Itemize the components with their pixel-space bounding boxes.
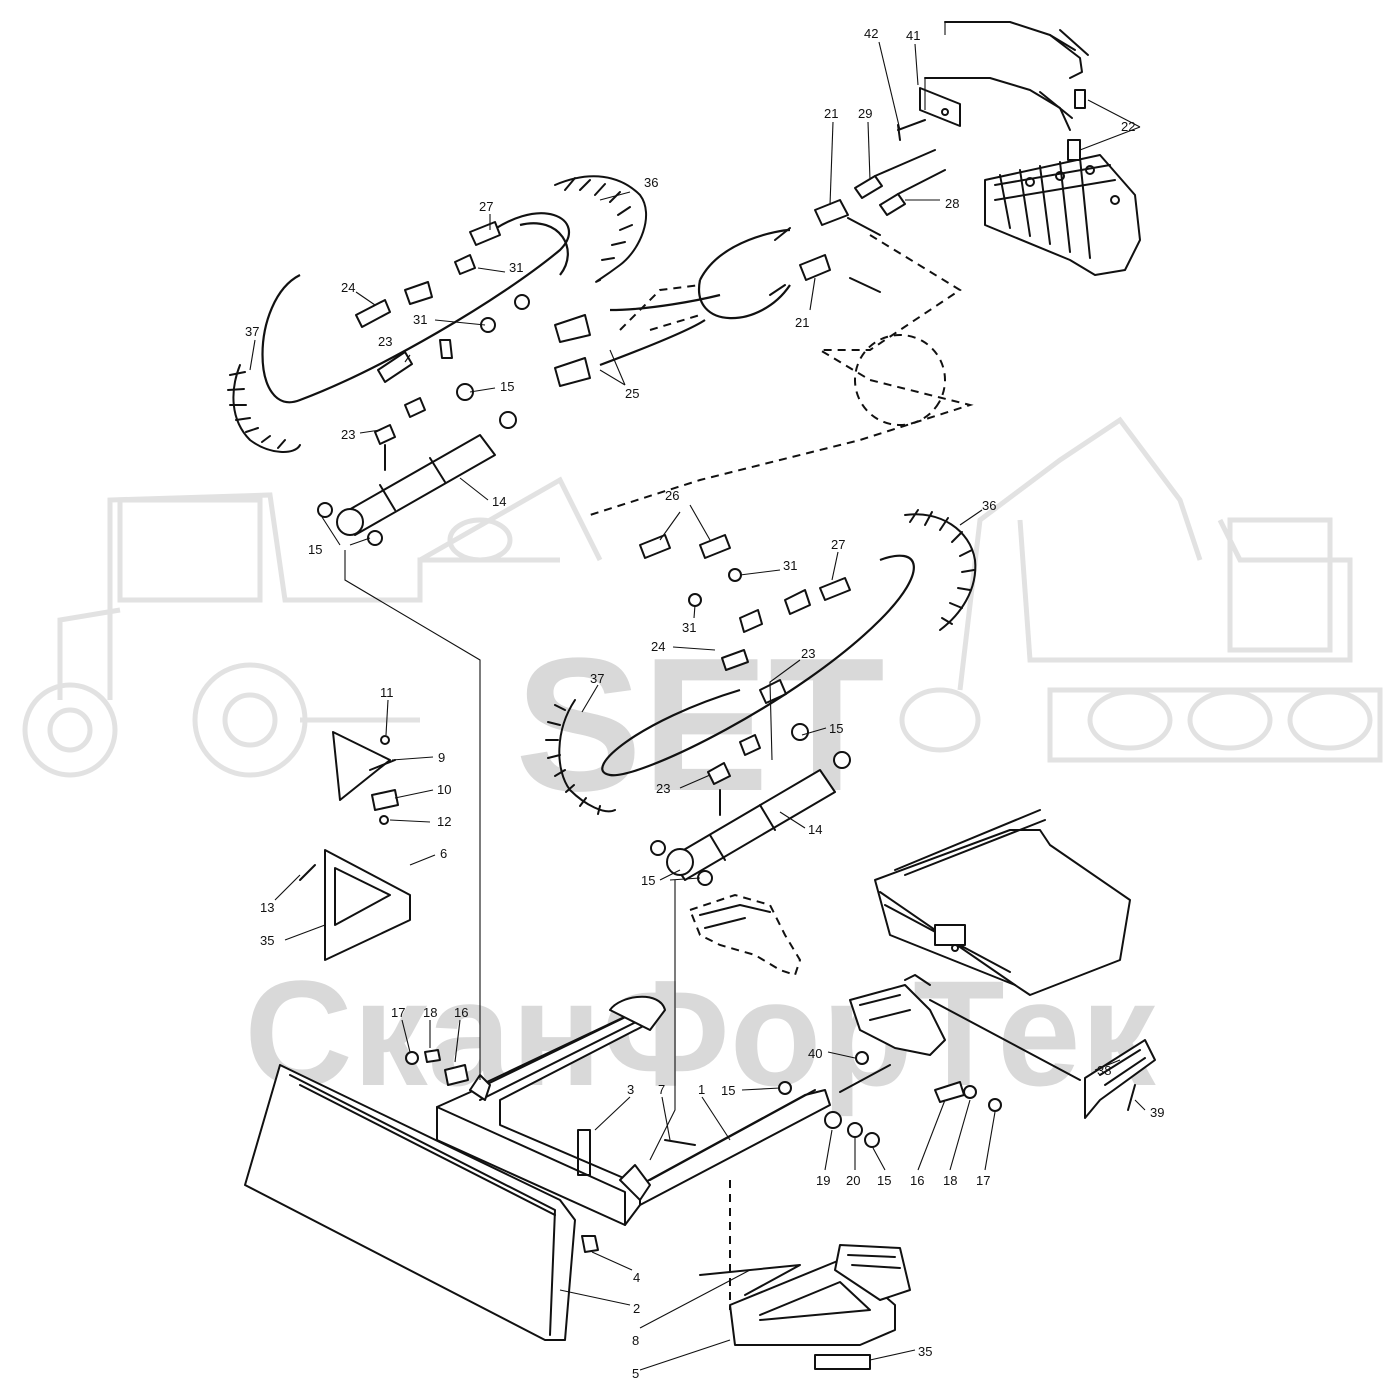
callout-2: 2 (633, 1301, 640, 1316)
callout-leaders (249, 41, 1146, 1371)
control-valve-assembly (769, 21, 1141, 296)
callout-13: 13 (260, 900, 274, 915)
callout-4: 4 (633, 1270, 640, 1285)
watermark: SET СканФорТек (22, 416, 1383, 1117)
callout-10: 10 (437, 782, 451, 797)
spiral-guard-lower-icon (545, 509, 977, 815)
callout-25: 25 (625, 386, 639, 401)
callout-31: 31 (682, 620, 696, 635)
callout-41: 41 (906, 28, 920, 43)
callout-5: 5 (632, 1366, 639, 1381)
step-plate-right (929, 999, 1156, 1119)
callout-16: 16 (454, 1005, 468, 1020)
callout-15: 15 (500, 379, 514, 394)
pins-and-washers (405, 1049, 1002, 1148)
step-assembly-bottom (699, 1180, 911, 1370)
callout-6: 6 (440, 846, 447, 861)
hydraulic-cylinder-upper (317, 339, 517, 546)
callout-17: 17 (391, 1005, 405, 1020)
callout-11: 11 (380, 685, 394, 700)
callout-16: 16 (910, 1173, 924, 1188)
fittings-upper-left (355, 221, 591, 387)
callout-29: 29 (858, 106, 872, 121)
callout-38: 38 (1097, 1063, 1111, 1078)
callout-26: 26 (665, 488, 679, 503)
callout-numbers: 42 41 22 21 29 28 36 27 31 24 31 21 37 2… (245, 26, 1164, 1381)
callout-23: 23 (656, 781, 670, 796)
callout-21: 21 (824, 106, 838, 121)
callout-9: 9 (438, 750, 445, 765)
callout-23: 23 (378, 334, 392, 349)
callout-15: 15 (829, 721, 843, 736)
callout-15: 15 (641, 873, 655, 888)
callout-18: 18 (943, 1173, 957, 1188)
callout-8: 8 (632, 1333, 639, 1348)
callout-28: 28 (945, 196, 959, 211)
callout-37: 37 (245, 324, 259, 339)
hose-routing-upper (261, 212, 974, 516)
callout-14: 14 (808, 822, 822, 837)
callout-37: 37 (590, 671, 604, 686)
callout-22: 22 (1121, 119, 1135, 134)
machine-frame-section (874, 809, 1131, 996)
callout-35: 35 (918, 1344, 932, 1359)
valve-block-icon (984, 154, 1141, 276)
callout-3: 3 (627, 1082, 634, 1097)
callout-42: 42 (864, 26, 878, 41)
callout-24: 24 (341, 280, 355, 295)
mount-bracket (688, 893, 946, 1065)
callout-19: 19 (816, 1173, 830, 1188)
callout-14: 14 (492, 494, 506, 509)
callout-21: 21 (795, 315, 809, 330)
callout-15: 15 (308, 542, 322, 557)
callout-20: 20 (846, 1173, 860, 1188)
callout-31: 31 (783, 558, 797, 573)
callout-18: 18 (423, 1005, 437, 1020)
callout-24: 24 (651, 639, 665, 654)
spiral-guard-upper-icon (227, 175, 648, 453)
callout-36: 36 (982, 498, 996, 513)
callout-36: 36 (644, 175, 658, 190)
callout-23: 23 (341, 427, 355, 442)
callout-1: 1 (698, 1082, 705, 1097)
callout-27: 27 (479, 199, 493, 214)
callout-27: 27 (831, 537, 845, 552)
callout-35: 35 (260, 933, 274, 948)
callout-15: 15 (877, 1173, 891, 1188)
callout-7: 7 (658, 1082, 665, 1097)
dozer-blade-frame (244, 995, 831, 1341)
callout-31: 31 (413, 312, 427, 327)
callout-15: 15 (721, 1083, 735, 1098)
hydraulic-cylinder-lower (601, 534, 915, 886)
excavator-watermark-icon (899, 416, 1383, 763)
callout-23: 23 (801, 646, 815, 661)
tractor-watermark-icon (22, 476, 603, 778)
plate-and-bracket-parts (299, 731, 411, 961)
callout-40: 40 (808, 1046, 822, 1061)
callout-12: 12 (437, 814, 451, 829)
reference-lines (344, 22, 946, 1161)
callout-39: 39 (1150, 1105, 1164, 1120)
callout-17: 17 (976, 1173, 990, 1188)
callout-31: 31 (509, 260, 523, 275)
